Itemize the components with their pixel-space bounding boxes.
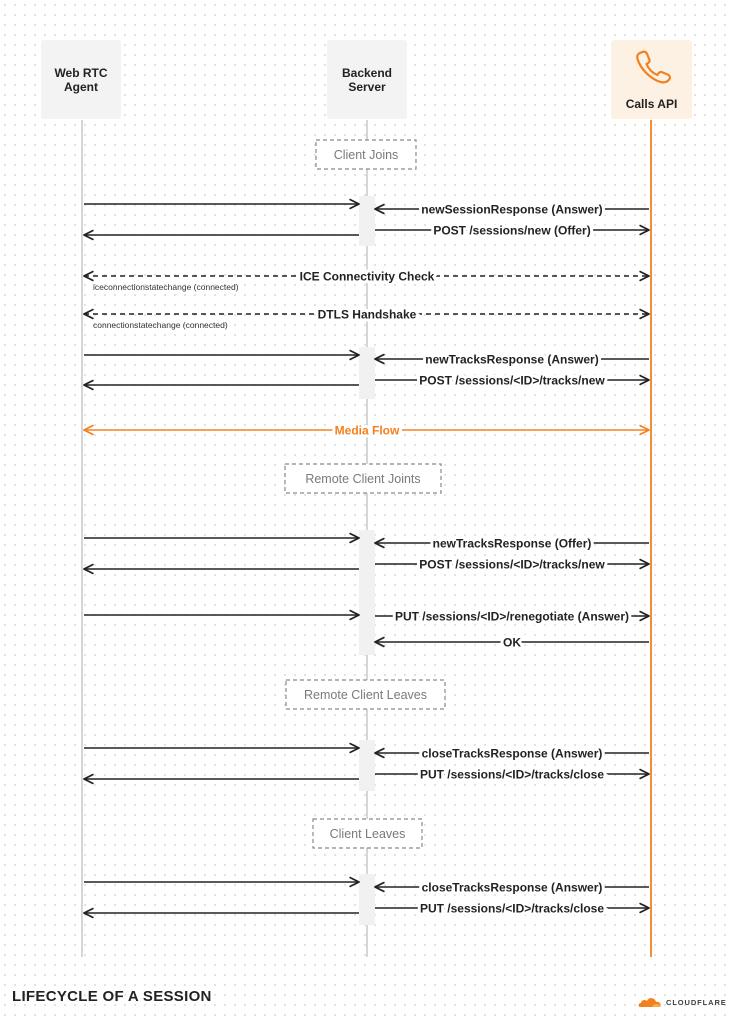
message-arrow: Media Flow [83, 420, 650, 440]
message-arrow: newTracksResponse (Offer) [374, 533, 649, 553]
svg-text:Remote Client Leaves: Remote Client Leaves [304, 688, 427, 702]
message-note: iceconnectionstatechange (connected) [93, 282, 239, 292]
logo-wordmark: CLOUDFLARE [666, 997, 727, 1007]
participant-label: Agent [64, 80, 98, 94]
message-label: newTracksResponse (Answer) [425, 352, 598, 366]
message-label: Media Flow [335, 423, 400, 437]
section-label: Remote Client Joints [284, 463, 442, 494]
message-arrow: POST /sessions/new (Offer) [375, 220, 650, 240]
section-label: Client Joins [315, 139, 417, 170]
participant-calls: Calls API [611, 40, 692, 119]
message-arrow: newSessionResponse (Answer) [374, 199, 649, 219]
message-arrow: PUT /sessions/<ID>/tracks/close [375, 764, 650, 784]
message-label: DTLS Handshake [318, 307, 417, 321]
activation-bar [359, 740, 375, 791]
message-label: PUT /sessions/<ID>/tracks/close [420, 767, 604, 781]
participant-label: Web RTC [54, 66, 107, 80]
message-arrow: POST /sessions/<ID>/tracks/new [375, 554, 650, 574]
participant-label: Calls API [626, 97, 678, 111]
message-arrow: ICE Connectivity Check iceconnectionstate… [83, 266, 650, 292]
message-label: POST /sessions/new (Offer) [433, 223, 590, 237]
message-arrow: closeTracksResponse (Answer) [374, 877, 649, 897]
activation-bar [359, 530, 375, 655]
message-arrow: PUT /sessions/<ID>/renegotiate (Answer) [375, 606, 650, 626]
message-arrow: OK [374, 632, 649, 652]
message-label: closeTracksResponse (Answer) [422, 880, 603, 894]
message-label: newTracksResponse (Offer) [433, 536, 592, 550]
message-arrow: PUT /sessions/<ID>/tracks/close [375, 898, 650, 918]
svg-text:Client Joins: Client Joins [334, 148, 399, 162]
section-label: Remote Client Leaves [285, 679, 446, 710]
message-label: OK [503, 635, 521, 649]
participant-label: Backend [342, 66, 392, 80]
activation-bar [359, 347, 375, 399]
message-label: PUT /sessions/<ID>/tracks/close [420, 901, 604, 915]
message-label: ICE Connectivity Check [300, 269, 435, 283]
svg-text:Client Leaves: Client Leaves [330, 827, 406, 841]
message-arrow: newTracksResponse (Answer) [374, 349, 649, 369]
message-label: POST /sessions/<ID>/tracks/new [419, 373, 605, 387]
message-label: PUT /sessions/<ID>/renegotiate (Answer) [395, 609, 629, 623]
message-label: POST /sessions/<ID>/tracks/new [419, 557, 605, 571]
cloud-icon [638, 998, 661, 1007]
message-arrow: DTLS Handshake connectionstatechange (con… [83, 304, 650, 330]
message-label: newSessionResponse (Answer) [421, 202, 602, 216]
message-arrow: closeTracksResponse (Answer) [374, 743, 649, 763]
message-label: closeTracksResponse (Answer) [422, 746, 603, 760]
activation-bar [359, 874, 375, 925]
participant-label: Server [348, 80, 386, 94]
message-arrow: POST /sessions/<ID>/tracks/new [375, 370, 650, 390]
section-label: Client Leaves [312, 818, 423, 849]
message-note: connectionstatechange (connected) [93, 320, 228, 330]
footer-title: LIFECYCLE OF A SESSION [12, 988, 212, 1005]
activation-bar [359, 196, 375, 246]
cloudflare-logo: CLOUDFLARE [638, 994, 728, 1010]
phone-icon [636, 50, 671, 84]
svg-text:Remote Client Joints: Remote Client Joints [305, 472, 420, 486]
